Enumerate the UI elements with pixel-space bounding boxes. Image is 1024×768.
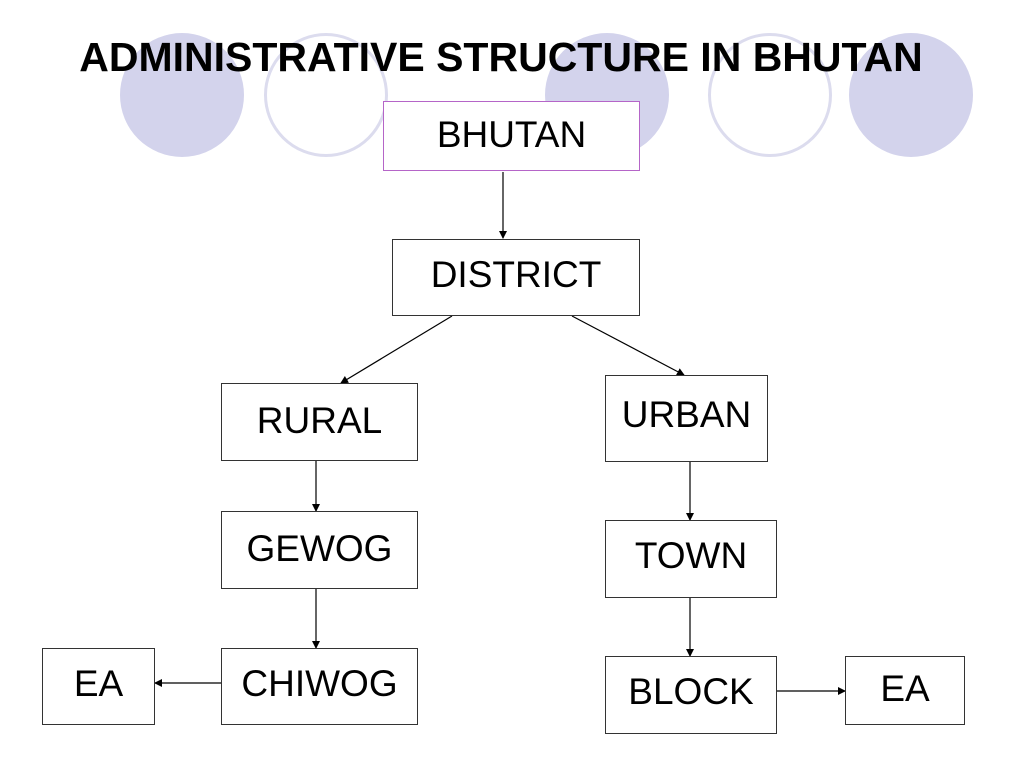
node-block-label: BLOCK <box>628 671 754 712</box>
node-gewog-label: GEWOG <box>246 528 393 569</box>
node-urban: URBAN <box>605 375 768 462</box>
node-town: TOWN <box>605 520 777 598</box>
node-ea-urban-label: EA <box>880 668 930 709</box>
decorative-ring <box>264 33 388 157</box>
decorative-ring <box>708 33 832 157</box>
node-bhutan: BHUTAN <box>383 101 640 171</box>
node-block: BLOCK <box>605 656 777 734</box>
arrow-district-to-rural <box>340 315 453 384</box>
node-district: DISTRICT <box>392 239 640 316</box>
node-ea-urban: EA <box>845 656 965 725</box>
node-town-label: TOWN <box>634 535 748 576</box>
node-ea-rural-label: EA <box>73 663 124 704</box>
node-bhutan-label: BHUTAN <box>436 114 587 155</box>
arrow-district-to-urban <box>571 315 685 376</box>
slide-title: ADMINISTRATIVE STRUCTURE IN BHUTAN <box>79 34 923 80</box>
node-chiwog: CHIWOG <box>221 648 418 725</box>
node-chiwog-label: CHIWOG <box>241 663 398 704</box>
node-district-label: DISTRICT <box>430 254 602 295</box>
node-gewog: GEWOG <box>221 511 418 589</box>
node-urban-label: URBAN <box>621 394 752 435</box>
node-rural-label: RURAL <box>256 400 383 441</box>
node-ea-rural: EA <box>42 648 155 725</box>
node-rural: RURAL <box>221 383 418 461</box>
decorative-circle <box>120 33 244 157</box>
decorative-circle <box>849 33 973 157</box>
